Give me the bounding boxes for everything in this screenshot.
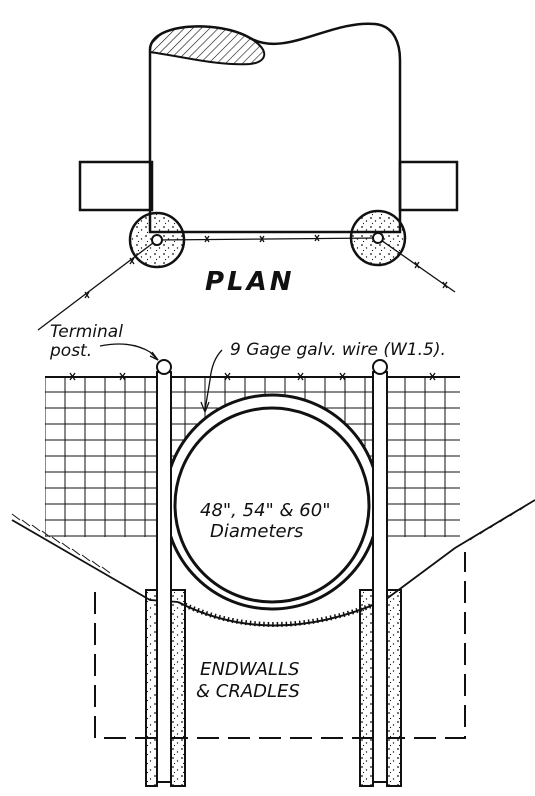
diameter-label-line1: 48", 54" & 60" <box>200 500 330 521</box>
endwall-left-plan <box>78 160 154 212</box>
endwall-right-plan <box>398 160 459 212</box>
plan-wire-ties <box>84 234 448 299</box>
terminal-post-right <box>372 359 388 783</box>
terminal-post-leader <box>99 343 159 361</box>
plan-title: PLAN <box>205 267 295 297</box>
plan-view: PLAN <box>37 22 459 331</box>
diameter-label-line2: Diameters <box>210 521 303 542</box>
terminal-post-left <box>156 359 172 783</box>
post-footing-left-plan <box>128 211 186 269</box>
cradle-hatch <box>183 600 379 627</box>
terminal-post-label-line1: Terminal <box>50 322 123 342</box>
ground-hatch <box>11 503 529 574</box>
wire-label: 9 Gage galv. wire (W1.5). <box>230 340 446 360</box>
pipe-inner-wall <box>173 406 371 604</box>
endwall-label-line1: ENDWALLS <box>200 659 299 680</box>
elevation-view: Terminal post. 9 Gage galv. wire (W1.5).… <box>11 322 535 787</box>
pipe-cut-section <box>149 25 266 66</box>
wire-leader <box>204 349 223 411</box>
post-footing-right-elev <box>359 589 402 787</box>
ground-line-right <box>384 499 535 601</box>
post-footing-left-elev <box>145 589 186 787</box>
wire-arrow <box>200 401 210 414</box>
post-footing-right-plan <box>349 209 407 267</box>
endwall-label-line2: & CRADLES <box>196 681 300 702</box>
top-wire-ties <box>69 372 436 381</box>
endwall-outline-dashed <box>94 552 466 739</box>
plan-wire-top <box>156 237 379 241</box>
terminal-post-arrow <box>149 351 159 361</box>
terminal-post-label-line2: post. <box>49 341 92 361</box>
